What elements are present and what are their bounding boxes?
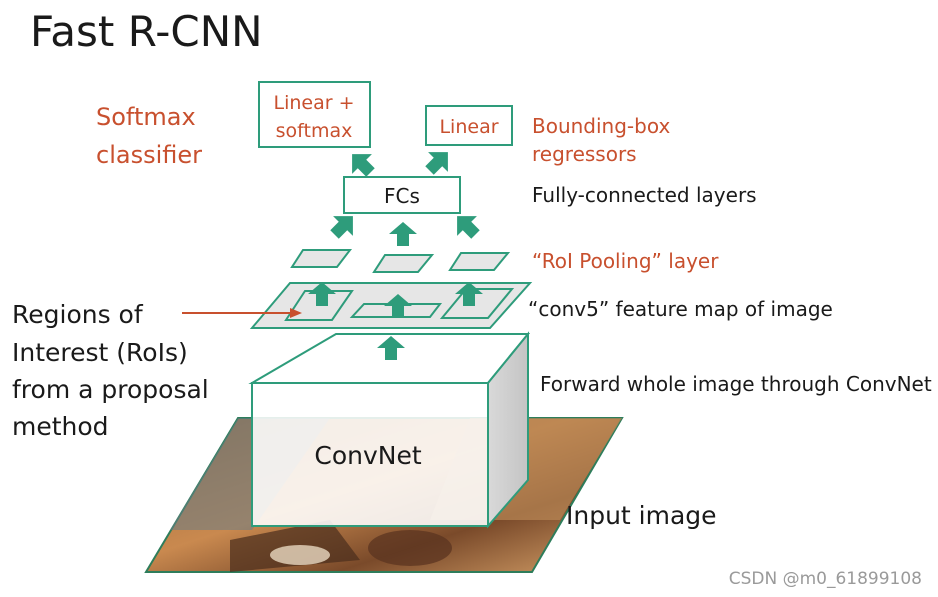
roi-pooling-layer [290, 249, 511, 273]
page-title: Fast R-CNN [30, 7, 263, 56]
linear-softmax-box: Linear + softmax [258, 81, 371, 148]
bbox-regressors-line2: regressors [532, 142, 637, 166]
conv5-feature-map-label: “conv5” feature map of image [528, 297, 833, 321]
rois-line2: Interest (RoIs) [12, 338, 188, 367]
softmax-classifier-line2: classifier [96, 141, 202, 169]
roi-region-3 [439, 288, 515, 319]
softmax-classifier-line1: Softmax [96, 103, 196, 131]
rois-line1: Regions of [12, 300, 144, 329]
rois-line4: method [12, 412, 109, 441]
input-image-label: Input image [566, 501, 717, 530]
roi-pointer-arrow [182, 308, 302, 318]
fcs-box: FCs [343, 176, 461, 214]
fully-connected-label: Fully-connected layers [532, 183, 757, 207]
linear-label: Linear [439, 116, 498, 138]
fcs-label: FCs [384, 184, 420, 208]
linear-softmax-line1: Linear + [273, 92, 354, 114]
watermark: CSDN @m0_61899108 [729, 569, 922, 589]
linear-box: Linear [425, 105, 513, 146]
forward-image-label: Forward whole image through ConvNet [540, 372, 932, 396]
roi-pooling-label: “RoI Pooling” layer [532, 249, 719, 273]
flow-arrows [308, 152, 483, 360]
bbox-regressors-line1: Bounding-box [532, 114, 670, 138]
convnet-label: ConvNet [314, 441, 421, 470]
rois-line3: from a proposal [12, 375, 209, 404]
linear-softmax-line2: softmax [276, 120, 353, 142]
convnet-block: ConvNet [248, 331, 531, 529]
